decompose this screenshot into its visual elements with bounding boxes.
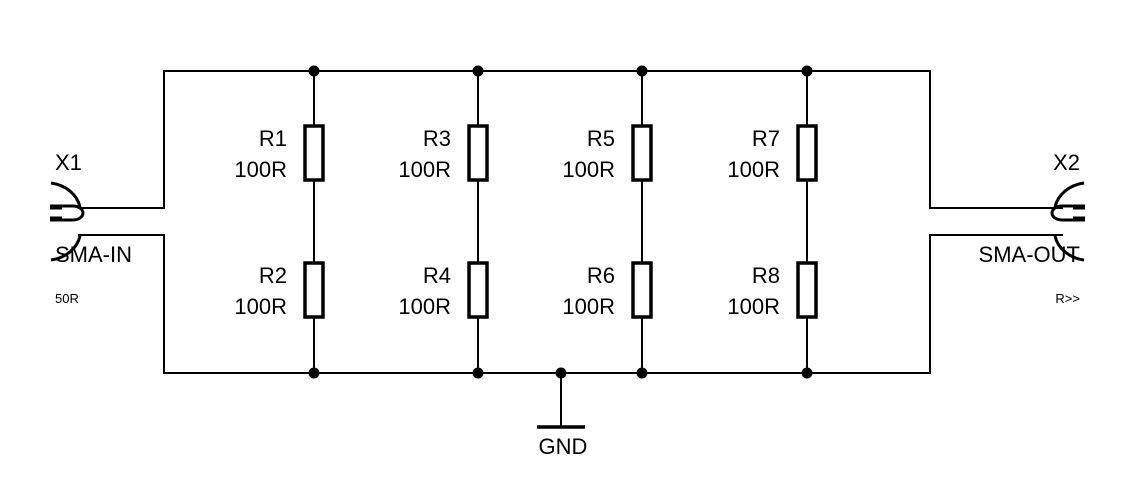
connector-note: 50R [55,291,79,306]
resistor-ref: R5 [587,126,615,151]
resistor-r3: R3 100R [398,124,489,182]
junction-dot [636,367,648,379]
sma-connector-icon [50,181,85,262]
resistor-ref: R6 [587,263,615,288]
connector-name: SMA-OUT [979,242,1080,267]
resistor-r7: R7 100R [727,124,818,182]
resistor-ref: R7 [752,126,780,151]
resistor-value: 100R [234,294,287,319]
resistor-value: 100R [398,157,451,182]
connector-x2: X2 SMA-OUT R>> [979,150,1085,306]
resistor-body [796,261,818,319]
resistor-ref: R8 [752,263,780,288]
resistor-ref: R3 [423,126,451,151]
junction-dot [636,65,648,77]
resistor-r6: R6 100R [562,261,653,319]
resistor-body [303,124,325,182]
resistor-ref: R2 [259,263,287,288]
resistor-value: 100R [727,157,780,182]
junction-dot [472,65,484,77]
resistor-value: 100R [562,294,615,319]
wires [78,70,1063,426]
resistor-r4: R4 100R [398,261,489,319]
junction-dot [801,367,813,379]
sma-connector-icon [1050,181,1085,262]
resistor-value: 100R [562,157,615,182]
connector-note: R>> [1055,291,1080,306]
resistor-ref: R4 [423,263,451,288]
resistor-value: 100R [234,157,287,182]
resistor-value: 100R [398,294,451,319]
junctions [308,65,813,379]
resistor-value: 100R [727,294,780,319]
resistor-body [631,261,653,319]
ground-symbol: GND [537,425,588,459]
resistor-body [796,124,818,182]
connector-ref: X2 [1053,150,1080,175]
connector-ref: X1 [55,150,82,175]
junction-dot [308,65,320,77]
junction-dot [472,367,484,379]
connector-x1: X1 SMA-IN 50R [50,150,132,306]
bottom-rail-wire [78,234,1063,374]
resistor-body [303,261,325,319]
junction-dot [555,367,567,379]
ground-label: GND [539,434,588,459]
connector-name: SMA-IN [55,242,132,267]
resistor-body [467,124,489,182]
resistor-ref: R1 [259,126,287,151]
resistor-r2: R2 100R [234,261,325,319]
junction-dot [308,367,320,379]
resistor-body [467,261,489,319]
resistor-r5: R5 100R [562,124,653,182]
resistor-r8: R8 100R [727,261,818,319]
top-rail-wire [78,70,1063,209]
resistor-r1: R1 100R [234,124,325,182]
resistor-body [631,124,653,182]
junction-dot [801,65,813,77]
